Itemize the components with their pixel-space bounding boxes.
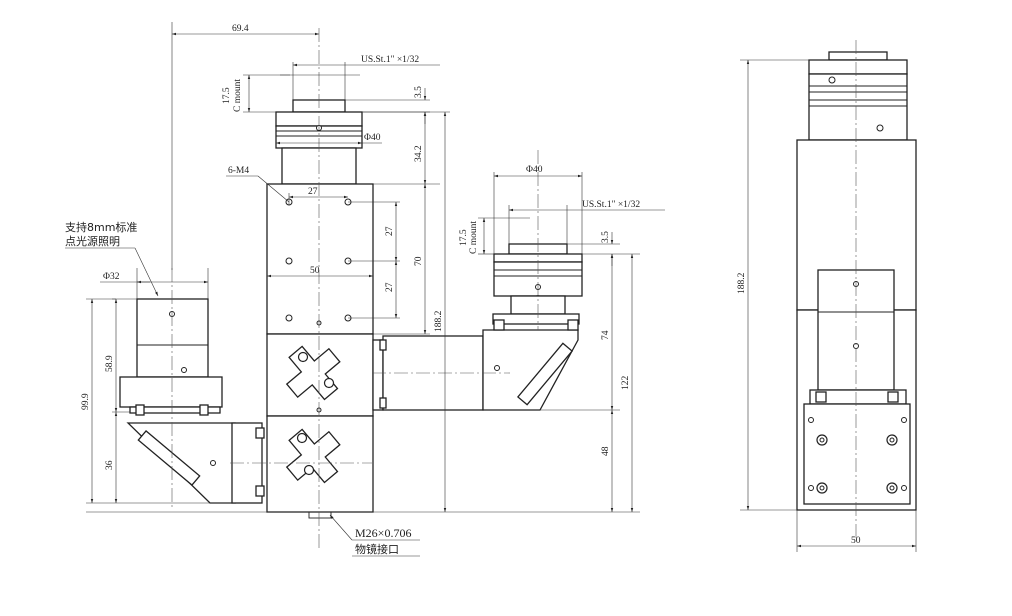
main-body <box>266 183 374 335</box>
dim-27-v2-label: 27 <box>385 282 395 292</box>
upper-prism-cube <box>266 333 374 417</box>
dim-188-2: 188.2 <box>362 111 450 512</box>
illuminator-note-line-2: 点光源照明 <box>65 234 120 248</box>
illuminator-note-line-1: 支持8mm标准 <box>65 220 137 234</box>
dim-36-label: 36 <box>105 460 115 470</box>
dim-dia-40-label: Φ40 <box>364 133 381 143</box>
dim-34-2-label: 34.2 <box>414 145 424 162</box>
dim-thread-top: US.St.1" ×1/32 <box>292 55 440 100</box>
side-c-mount-label: C mount <box>469 221 479 254</box>
dim-side-dia-40-label: Φ40 <box>526 165 543 175</box>
dim-188-2-label: 188.2 <box>434 310 444 332</box>
dim-50-h-label: 50 <box>310 266 320 276</box>
dim-27-h: 27 <box>288 187 348 205</box>
dim-side-48-label: 48 <box>601 446 611 456</box>
dim-50-h: 50 <box>267 266 373 278</box>
front-view: 69.4 US.St.1" ×1/32 17.5 C mount 3.5 <box>65 22 665 557</box>
dim-dia-32: Φ32 <box>100 268 209 299</box>
dim-side-c-mount: 17.5 C mount <box>459 217 530 255</box>
dim-70-label: 70 <box>414 256 424 266</box>
side-body <box>796 40 917 540</box>
dim-17-5-label: 17.5 <box>222 87 232 104</box>
illuminator-note: 支持8mm标准 点光源照明 <box>65 220 159 297</box>
illuminator-left <box>119 298 265 504</box>
dim-6-m4-label: 6-M4 <box>228 166 249 176</box>
dim-side-3-5-label: 3.5 <box>601 231 611 243</box>
dim-side-thread-label: US.St.1" ×1/32 <box>582 200 640 210</box>
dim-58-9-label: 58.9 <box>105 355 115 372</box>
objective-interface <box>308 511 332 519</box>
dim-34-2: 34.2 <box>373 112 440 185</box>
dim-side-74-label: 74 <box>601 330 611 340</box>
dim-99-9-label: 99.9 <box>81 393 91 410</box>
side-top-port <box>808 51 908 141</box>
dim-thread-top-label: US.St.1" ×1/32 <box>361 55 419 65</box>
dim-side-122: 122 <box>621 254 634 512</box>
dim-side-dia-40: Φ40 <box>493 165 583 254</box>
dim-side-view-50: 50 <box>796 510 917 552</box>
dim-side-view-188-2-label: 188.2 <box>737 272 747 294</box>
dim-70: 70 <box>373 184 430 335</box>
objective-note: M26×0.706 物镜接口 <box>329 514 420 557</box>
dim-dia-32-label: Φ32 <box>103 272 120 282</box>
dim-c-mount-top: 17.5 C mount <box>222 74 360 113</box>
dim-6-m4: 6-M4 <box>226 166 290 203</box>
dim-side-view-50-label: 50 <box>851 536 861 546</box>
dim-side-view-188-2: 188.2 <box>737 59 829 511</box>
dim-27-v1-label: 27 <box>385 226 395 236</box>
side-view: 188.2 50 <box>737 40 917 552</box>
dim-69-4-label: 69.4 <box>232 24 249 34</box>
dim-3-5-label: 3.5 <box>414 86 424 98</box>
dim-36: 36 <box>105 412 118 503</box>
center-lines <box>171 28 539 548</box>
dim-side-48: 48 <box>601 410 614 512</box>
dim-side-thread: US.St.1" ×1/32 <box>508 200 665 244</box>
lower-prism-cube <box>266 415 374 513</box>
objective-note-line-1: M26×0.706 <box>355 526 411 540</box>
dim-side-122-label: 122 <box>621 376 631 391</box>
dim-27-h-label: 27 <box>308 187 318 197</box>
dim-99-9: 99.9 <box>81 298 116 503</box>
dim-side-74: 74 <box>540 254 620 411</box>
dim-side-17-5-label: 17.5 <box>459 229 469 246</box>
objective-note-line-2: 物镜接口 <box>355 542 399 556</box>
dim-dia-40-top: Φ40 <box>276 133 382 145</box>
dim-27-v: 27 27 <box>348 201 400 319</box>
dim-69-4: 69.4 <box>171 22 319 270</box>
right-camera-port <box>482 243 583 411</box>
c-mount-label: C mount <box>233 79 243 112</box>
